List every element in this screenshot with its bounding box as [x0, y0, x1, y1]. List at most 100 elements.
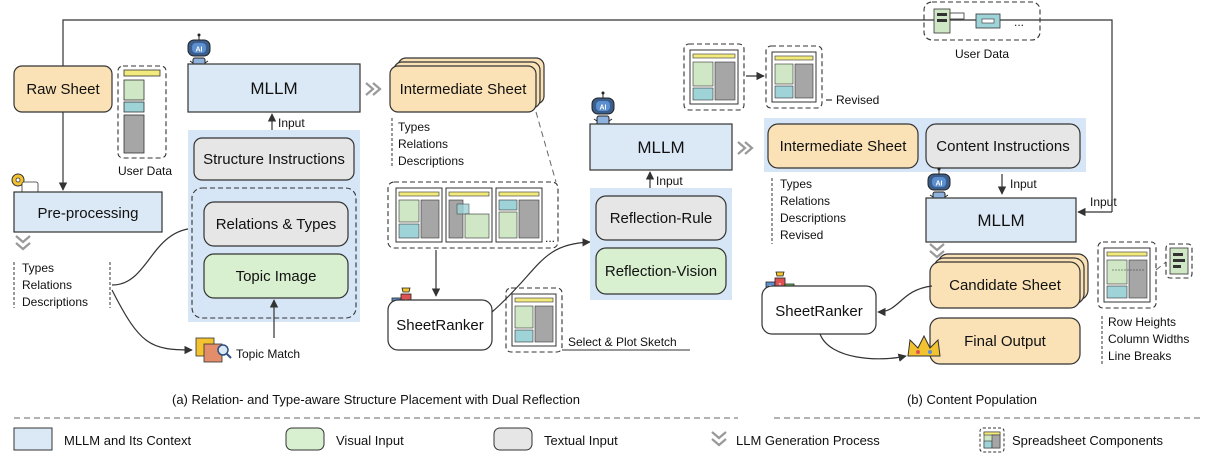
raw-sheet-label: Raw Sheet [26, 81, 100, 98]
selected-sketch-frame [505, 287, 563, 353]
sheet-teal-block [123, 101, 145, 113]
reflection-vision-label: Reflection-Vision [605, 263, 717, 280]
sheetranker-2-label: SheetRanker [775, 303, 863, 320]
robot-icon-2 [591, 91, 615, 127]
intermediate-sheet-1-box [389, 65, 537, 113]
user-data-ellipsis: ... [1014, 15, 1024, 29]
input-label-2: Input [656, 174, 683, 188]
input-label-3: Input [1010, 177, 1037, 191]
legend-swatch-textual [493, 427, 533, 451]
mllm-2-label: MLLM [637, 138, 684, 157]
format-list-row-heights: Row Heights [1108, 315, 1176, 329]
candidate-sheet-box [929, 261, 1081, 309]
ranker-to-final-arrow [819, 333, 907, 362]
pre-list-relations: Relations [22, 278, 72, 292]
input-label-4: Input [1090, 195, 1117, 209]
mllm-2-box [589, 123, 733, 171]
content-instructions-box [925, 123, 1081, 169]
legend-swatch-mllm [13, 427, 53, 451]
intermediate-sheet-2-box [767, 123, 919, 169]
intermediate-sheet-2-label: Intermediate Sheet [780, 138, 908, 155]
legend-chevron-icon [710, 430, 728, 447]
pre-list-descriptions: Descriptions [22, 295, 88, 309]
zoom-guide-line [535, 111, 557, 183]
mllm-1-label: MLLM [250, 79, 297, 98]
pre-processing-label: Pre-processing [38, 205, 139, 222]
sketch-candidates-frame [387, 181, 559, 249]
revised-sketch-frame [765, 45, 823, 109]
revised-sketch [771, 51, 817, 103]
top-feedback-line [62, 19, 1113, 212]
generation-chevron-icon [14, 234, 32, 251]
legend-label-textual: Textual Input [544, 433, 618, 448]
legend-swatch-visual [285, 427, 325, 451]
crown-icon [907, 334, 941, 357]
reflection-vision-box [595, 247, 727, 295]
sketch-candidate-3 [495, 187, 543, 243]
mllm-1-box [187, 63, 361, 113]
sheet-gray-block [123, 114, 145, 154]
sketch-ellipsis: ... [545, 231, 555, 245]
final-output-label: Final Output [964, 333, 1047, 350]
inter-list-1-descriptions: Descriptions [398, 154, 464, 168]
pre-processing-box [13, 191, 163, 233]
legend-spreadsheet-icon [979, 427, 1005, 453]
selected-sketch [511, 293, 557, 347]
candidate-sheet-label: Candidate Sheet [949, 277, 1062, 294]
user-data-top-label: User Data [955, 47, 1009, 61]
user-data-left-frame [117, 65, 167, 159]
robot-icon-1 [187, 33, 211, 69]
legend-label-spreadsheet: Spreadsheet Components [1012, 433, 1164, 448]
inter-list-2-types: Types [780, 177, 812, 191]
legend-label-generation: LLM Generation Process [736, 433, 880, 448]
reflection-sketch [689, 49, 739, 105]
sheetranker-1-label: SheetRanker [396, 317, 484, 334]
inter-list-2-revised: Revised [780, 228, 823, 242]
user-data-top-frame [923, 1, 1041, 41]
to-relations-arrow [111, 223, 199, 286]
user-data-left-label: User Data [118, 164, 172, 178]
format-list-line-breaks: Line Breaks [1108, 349, 1171, 363]
legend-label-mllm: MLLM and Its Context [64, 433, 192, 448]
reflection-sketch-frame [683, 43, 745, 111]
structure-instructions-label: Structure Instructions [203, 151, 345, 168]
mllm-3-box [925, 197, 1077, 243]
caption-a: (a) Relation- and Type-aware Structure P… [172, 392, 580, 407]
inter-list-2-descriptions: Descriptions [780, 211, 846, 225]
generation-chevron-icon [364, 81, 382, 97]
select-plot-label: Select & Plot Sketch [568, 335, 677, 349]
sheet-green-block [123, 79, 145, 101]
sheetranker-1-box [387, 299, 493, 351]
generation-chevron-icon [928, 242, 946, 259]
reflection-rule-box [595, 195, 727, 241]
pre-list-types: Types [22, 261, 54, 275]
format-list-column-widths: Column Widths [1108, 332, 1189, 346]
format-detail [1169, 247, 1189, 275]
to-topic-match-arrow [111, 289, 193, 355]
legend-label-visual: Visual Input [336, 433, 404, 448]
reflection-rule-label: Reflection-Rule [610, 210, 713, 227]
ranker-to-reflection-arrow [491, 238, 591, 313]
relations-types-label: Relations & Types [216, 216, 337, 233]
intermediate-sheet-1-label: Intermediate Sheet [400, 81, 528, 98]
topic-match-icon [195, 337, 232, 363]
input-label-1: Input [278, 116, 305, 130]
caption-b: (b) Content Population [907, 392, 1037, 407]
final-output-box [929, 317, 1081, 365]
relations-types-box [203, 201, 349, 247]
topic-image-label: Topic Image [236, 268, 317, 285]
sheet-header-strip [123, 69, 161, 77]
sketch-candidate-1 [395, 187, 443, 243]
input-group-frame [191, 187, 357, 319]
format-sketch-frame [1097, 241, 1157, 309]
format-sketch [1103, 247, 1151, 303]
inter-list-2-relations: Relations [780, 194, 830, 208]
inter-list-1-types: Types [398, 120, 430, 134]
sheetranker-2-box [761, 285, 877, 335]
candidate-to-ranker-arrow [877, 285, 933, 317]
sketch-candidate-2 [445, 187, 493, 243]
inter-list-1-relations: Relations [398, 137, 448, 151]
robot-icon-3 [927, 167, 951, 203]
topic-image-box [203, 253, 349, 299]
